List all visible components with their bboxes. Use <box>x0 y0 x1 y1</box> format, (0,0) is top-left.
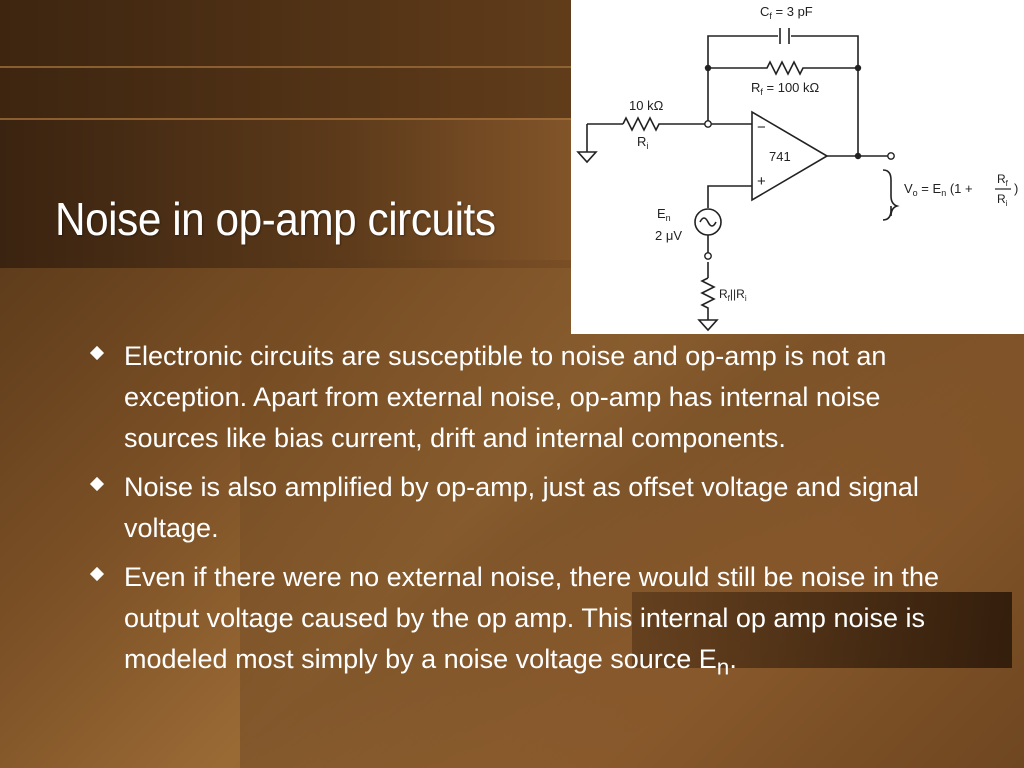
circuit-diagram: Cf = 3 pF Rf = 100 kΩ 10 kΩ Ri − + 741 E… <box>576 4 1018 332</box>
amp-label: 741 <box>769 149 791 164</box>
rf-resistor <box>708 60 858 76</box>
junction-dot <box>854 152 862 160</box>
cf-label: Cf = 3 pF <box>760 4 813 21</box>
header-rule-lower <box>0 118 1024 120</box>
background-diagonal-shade <box>240 260 1024 768</box>
diamond-bullet-icon <box>89 476 105 492</box>
title-band <box>0 120 620 268</box>
en-label: En <box>657 206 671 223</box>
node-open <box>704 120 712 128</box>
fraction-denominator: Ri <box>997 192 1008 208</box>
close-paren: ) <box>1014 181 1018 196</box>
bullet-text: Even if there were no external noise, th… <box>124 562 939 674</box>
bullet-text: Noise is also amplified by op-amp, just … <box>124 472 919 543</box>
inverting-sign: − <box>757 119 766 136</box>
bullet-text-container: Even if there were no external noise, th… <box>124 557 974 687</box>
opamp-triangle <box>751 110 829 202</box>
fraction-numerator: Rf <box>997 172 1009 188</box>
ground-symbol-right <box>697 319 719 332</box>
ri-label: Ri <box>637 134 648 151</box>
cf-wire-left <box>707 35 778 124</box>
bullet-list: Electronic circuits are susceptible to n… <box>88 336 988 695</box>
output-terminal <box>887 152 895 160</box>
bullet-text: Electronic circuits are susceptible to n… <box>124 341 887 453</box>
noise-source-wave <box>699 217 717 227</box>
node-open <box>704 252 712 260</box>
slide-title: Noise in op-amp circuits <box>55 193 496 245</box>
junction-dot <box>704 64 712 72</box>
en-value-label: 2 μV <box>655 228 682 243</box>
opamp-noise-circuit-figure: Cf = 3 pF Rf = 100 kΩ 10 kΩ Ri − + 741 E… <box>571 0 1024 334</box>
diamond-bullet-icon <box>89 345 105 361</box>
bullet-item: Electronic circuits are susceptible to n… <box>88 336 988 459</box>
bullet-item: Even if there were no external noise, th… <box>88 557 988 687</box>
rpar-resistor <box>700 277 716 320</box>
noninverting-sign: + <box>757 173 766 190</box>
rpar-label: Rf||Ri <box>719 287 747 303</box>
ground-symbol-left <box>576 151 598 164</box>
output-brace <box>882 169 900 221</box>
decorative-accent-box <box>632 592 1012 668</box>
cf-wire-right <box>791 35 859 156</box>
ri-value-label: 10 kΩ <box>629 98 664 113</box>
noninverting-input-wire <box>707 185 752 208</box>
bullet-item: Noise is also amplified by op-amp, just … <box>88 467 988 549</box>
diamond-bullet-icon <box>89 566 105 582</box>
junction-dot <box>854 64 862 72</box>
ri-resistor <box>622 116 708 132</box>
bullet-subscript: n <box>716 654 730 680</box>
vo-equation: Vo = En (1 + <box>904 181 973 198</box>
bullet-end-punctuation: . <box>729 644 737 674</box>
header-rule <box>0 66 1024 68</box>
rf-label: Rf = 100 kΩ <box>751 80 820 97</box>
